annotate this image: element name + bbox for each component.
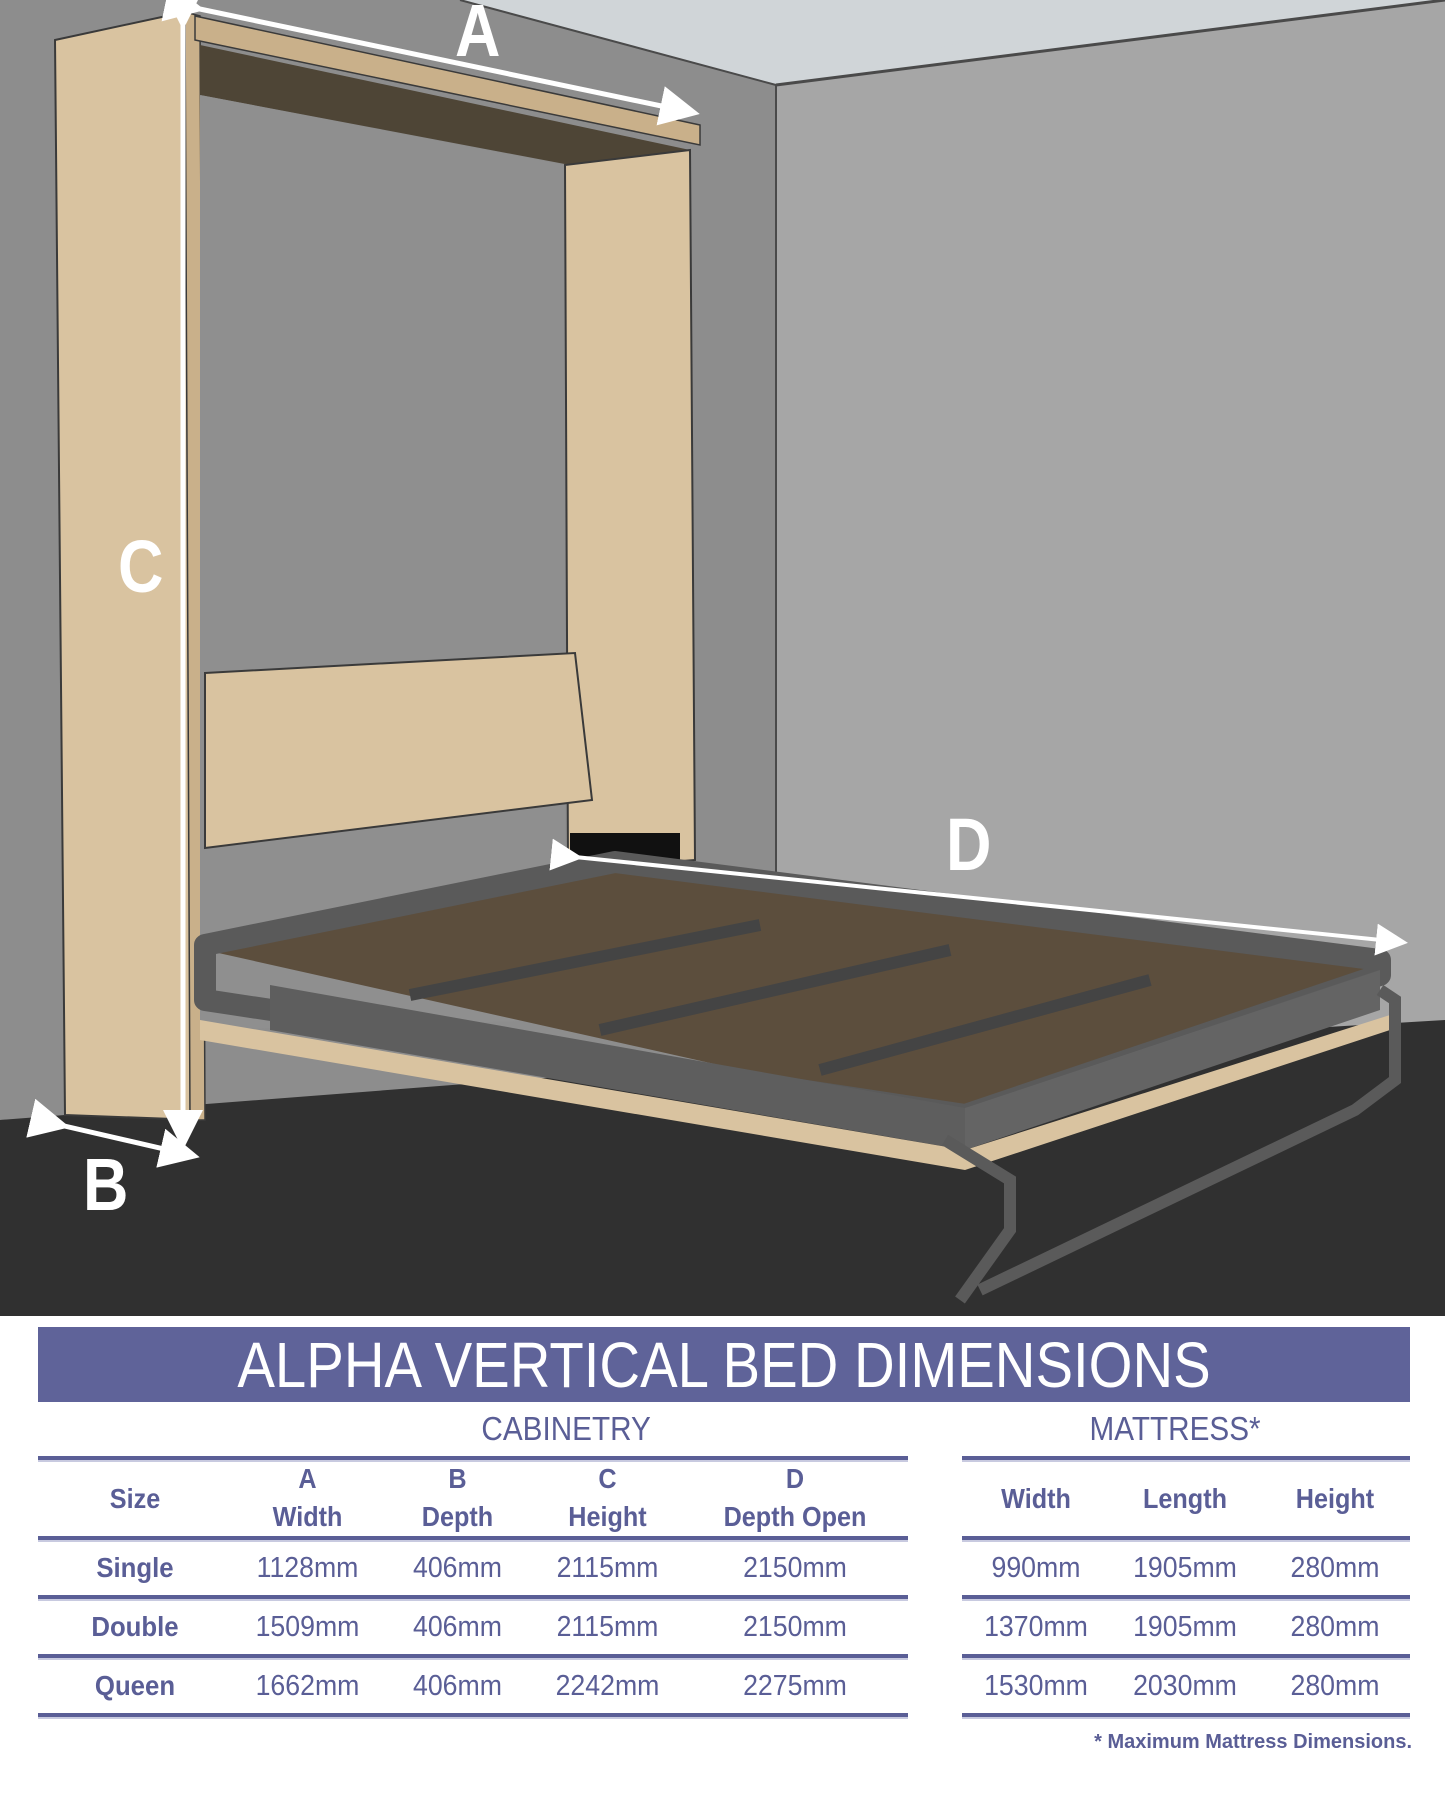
mattress-bottom-rule bbox=[962, 1713, 1410, 1717]
col-header-b: B Depth bbox=[421, 1463, 494, 1532]
row-rule bbox=[38, 1654, 908, 1658]
cell-d: 2275mm bbox=[743, 1670, 847, 1702]
col-header-mattress-length: Length bbox=[1143, 1483, 1227, 1514]
cell-b: 406mm bbox=[413, 1552, 502, 1584]
footnote: * Maximum Mattress Dimensions. bbox=[1094, 1731, 1412, 1753]
title-banner: ALPHA VERTICAL BED DIMENSIONS bbox=[38, 1327, 1410, 1402]
dimension-label-b: B bbox=[83, 1143, 129, 1226]
dimension-label-a: A bbox=[455, 0, 501, 72]
mattress-cell-height: 280mm bbox=[1290, 1611, 1380, 1643]
row-size-queen: Queen bbox=[94, 1670, 176, 1701]
cell-b: 406mm bbox=[413, 1670, 502, 1702]
row-rule bbox=[962, 1595, 1410, 1599]
mattress-cell-height: 280mm bbox=[1290, 1552, 1380, 1584]
mattress-cell-width: 1370mm bbox=[984, 1611, 1088, 1643]
dimension-label-c: C bbox=[118, 525, 164, 608]
cell-c: 2115mm bbox=[556, 1611, 659, 1643]
mattress-title: MATTRESS* bbox=[1089, 1410, 1261, 1447]
col-header-size: Size bbox=[109, 1483, 161, 1514]
row-size-single: Single bbox=[96, 1552, 174, 1583]
cabinetry-top-rule bbox=[38, 1456, 908, 1460]
col-header-mattress-height: Height bbox=[1295, 1483, 1375, 1514]
row-rule bbox=[38, 1595, 908, 1599]
bed-diagram-drawing bbox=[0, 0, 1445, 1304]
mattress-cell-width: 990mm bbox=[991, 1552, 1081, 1584]
col-header-d: D Depth Open bbox=[723, 1463, 867, 1532]
mattress-cell-length: 2030mm bbox=[1133, 1670, 1237, 1702]
cell-c: 2242mm bbox=[555, 1670, 660, 1702]
cell-b: 406mm bbox=[413, 1611, 502, 1643]
cabinetry-bottom-rule bbox=[38, 1713, 908, 1717]
cell-d: 2150mm bbox=[743, 1552, 847, 1584]
cabinetry-title: CABINETRY bbox=[481, 1410, 651, 1447]
cell-a: 1509mm bbox=[255, 1611, 360, 1643]
row-size-double: Double bbox=[91, 1611, 179, 1642]
mattress-cell-width: 1530mm bbox=[984, 1670, 1088, 1702]
mattress-cell-length: 1905mm bbox=[1133, 1552, 1237, 1584]
cell-d: 2150mm bbox=[743, 1611, 847, 1643]
cell-a: 1662mm bbox=[255, 1670, 360, 1702]
wall-bed-illustration: A C B D bbox=[0, 0, 1445, 1316]
cabinetry-header-rule bbox=[38, 1536, 908, 1540]
col-header-c: C Height bbox=[568, 1463, 647, 1532]
page-title: ALPHA VERTICAL BED DIMENSIONS bbox=[237, 1328, 1211, 1401]
cell-c: 2115mm bbox=[556, 1552, 659, 1584]
col-header-a: A Width bbox=[272, 1463, 343, 1532]
mattress-cell-length: 1905mm bbox=[1133, 1611, 1237, 1643]
col-header-mattress-width: Width bbox=[1001, 1483, 1071, 1514]
mattress-cell-height: 280mm bbox=[1290, 1670, 1380, 1702]
mattress-header-rule bbox=[962, 1536, 1410, 1540]
row-rule bbox=[962, 1654, 1410, 1658]
mattress-top-rule bbox=[962, 1456, 1410, 1460]
cell-a: 1128mm bbox=[256, 1552, 359, 1584]
dimension-label-d: D bbox=[946, 803, 992, 886]
